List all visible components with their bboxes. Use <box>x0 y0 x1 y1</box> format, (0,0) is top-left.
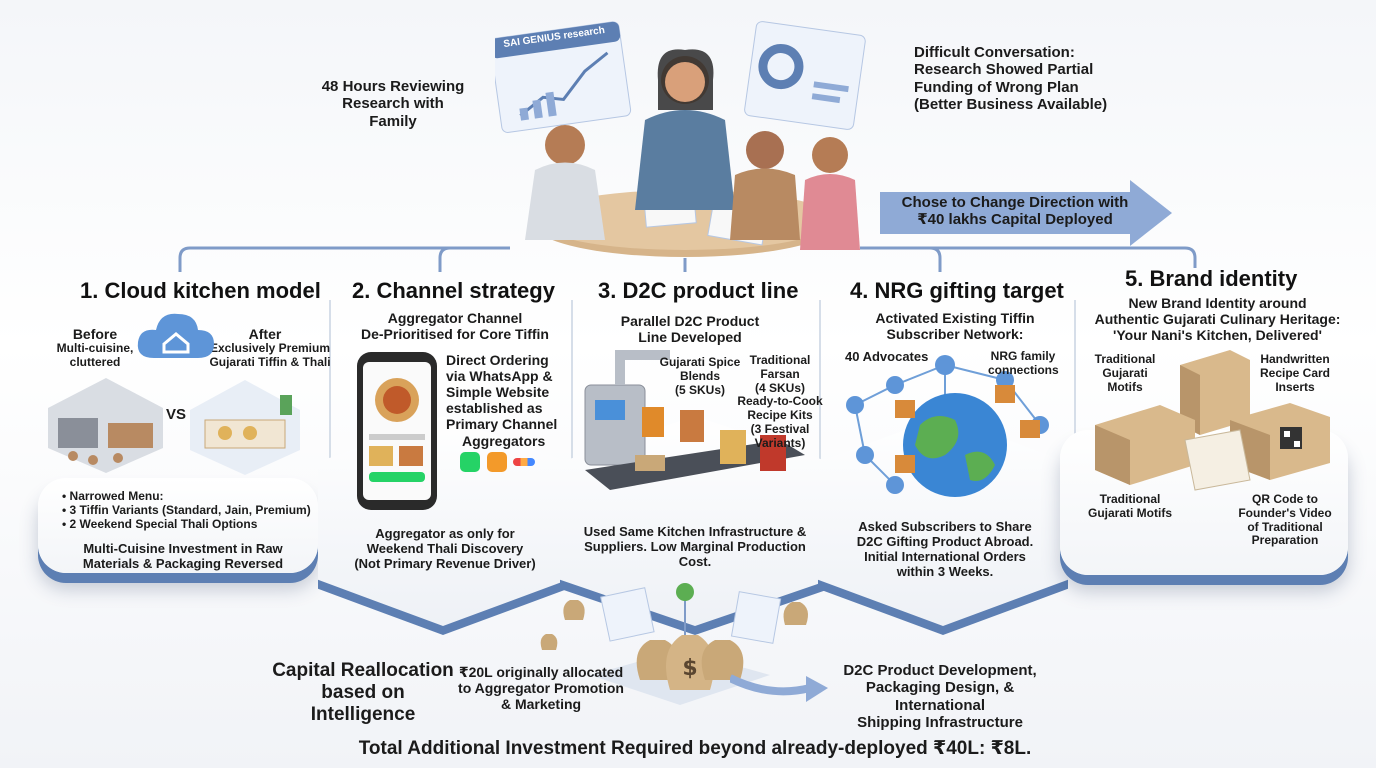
s2-bottom-text: Aggregator as only for Weekend Thali Dis… <box>354 526 536 571</box>
s1-bullets: • Narrowed Menu: • 3 Tiffin Variants (St… <box>62 489 311 531</box>
globe-network-illustration <box>846 355 1049 497</box>
capital-reallocation-label: Capital Reallocation based on Intelligen… <box>272 660 454 725</box>
svg-text:$: $ <box>682 656 697 681</box>
s5-subtitle: New Brand Identity around Authentic Guja… <box>1094 295 1341 344</box>
whatsapp-icon <box>460 452 480 472</box>
section-3-title: 3. D2C product line <box>598 278 799 303</box>
section-1-title: 1. Cloud kitchen model <box>80 278 321 303</box>
family-meeting-scene: SAI GENIUS research <box>495 10 875 265</box>
after-head: After <box>248 326 282 342</box>
after-text: Exclusively Premium Gujarati Tiffin & Th… <box>209 341 331 369</box>
money-bags-illustration: $ <box>540 583 808 705</box>
production-line-illustration <box>584 350 805 490</box>
aggregator-dots-icon <box>513 458 535 466</box>
s4-bottom-text: Asked Subscribers to Share D2C Gifting P… <box>856 519 1034 579</box>
s4-subtitle: Activated Existing Tiffin Subscriber Net… <box>875 310 1035 343</box>
s3-subtitle: Parallel D2C Product Line Developed <box>620 313 760 346</box>
direct-ordering-text: Direct Ordering via WhatsApp & Simple We… <box>446 352 558 433</box>
section-4-title: 4. NRG gifting target <box>850 278 1064 303</box>
before-kitchen-illustration <box>48 378 163 473</box>
before-head: Before <box>72 326 118 342</box>
advocates-label: 40 Advocates <box>845 349 929 364</box>
tile-cloud-kitchen <box>38 478 318 573</box>
s2-subtitle: Aggregator Channel De-Prioritised for Co… <box>361 310 549 343</box>
s1-bottom-text: Multi-Cuisine Investment in Raw Material… <box>82 541 284 571</box>
nrg-family-label: NRG family connections <box>988 349 1059 377</box>
reallocation-arrow <box>730 674 828 702</box>
recipe-inserts-label: Handwritten Recipe Card Inserts <box>1259 352 1331 394</box>
spice-blends-label: Gujarati Spice Blends (5 SKUs) <box>659 355 741 397</box>
s3-bottom-text: Used Same Kitchen Infrastructure & Suppl… <box>583 524 807 569</box>
vs-label: VS <box>166 406 187 423</box>
aggregators-label: Aggregators <box>462 433 546 449</box>
motifs-top-label: Traditional Gujarati Motifs <box>1094 352 1156 394</box>
difficult-conversation-label: Difficult Conversation: Research Showed … <box>914 44 1108 113</box>
brand-boxes-illustration <box>1095 350 1330 491</box>
section-2-title: 2. Channel strategy <box>352 278 555 303</box>
farsan-label: Traditional Farsan (4 SKUs) Ready-to-Coo… <box>737 353 823 450</box>
allocated-label: ₹20L originally allocated to Aggregator … <box>458 664 624 713</box>
section-5-title: 5. Brand identity <box>1125 266 1298 291</box>
motifs-bottom-label: Traditional Gujarati Motifs <box>1087 492 1172 520</box>
cloud-kitchen-icon <box>137 313 214 358</box>
before-text: Multi-cuisine, cluttered <box>56 341 134 369</box>
after-kitchen-illustration <box>190 380 300 475</box>
aggregator-app-icon <box>487 452 507 472</box>
total-investment-text: Total Additional Investment Required bey… <box>358 738 1032 759</box>
phone-illustration <box>357 352 437 510</box>
change-direction-arrow <box>880 180 1172 246</box>
review-label: 48 Hours Reviewing Research with Family <box>321 78 465 130</box>
d2c-investment-label: D2C Product Development, Packaging Desig… <box>843 662 1037 731</box>
change-direction-label: Chose to Change Direction with ₹40 lakhs… <box>901 194 1129 229</box>
qr-code-label: QR Code to Founder's Video of Traditiona… <box>1238 492 1332 548</box>
